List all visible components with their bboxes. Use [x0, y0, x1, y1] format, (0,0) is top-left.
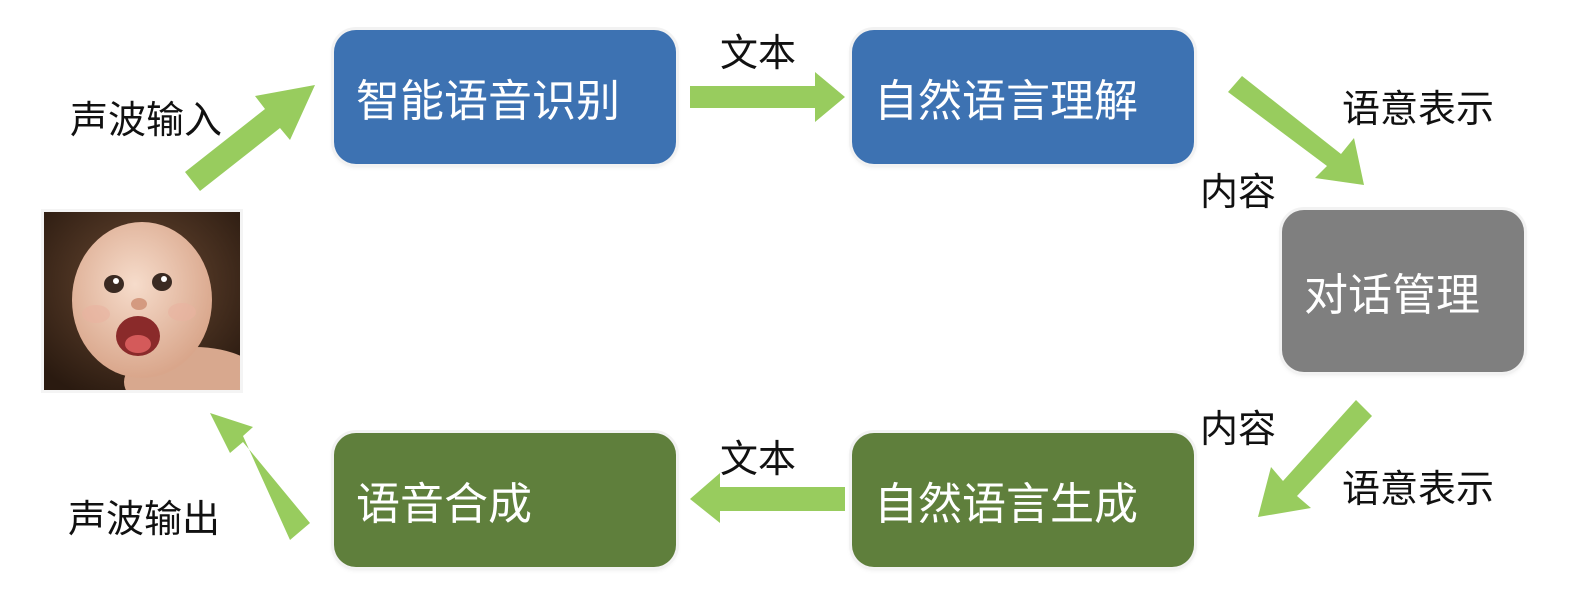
node-label: 对话管理 — [1304, 270, 1480, 321]
node-label: 智能语音识别 — [356, 76, 620, 127]
arrow-sound-output — [210, 413, 310, 540]
edge-label-intent-top: 语意表示 — [1342, 87, 1495, 131]
edge-label-content-top: 内容 — [1200, 170, 1277, 214]
node-speech-recognition: 智能语音识别 — [334, 30, 676, 164]
node-nlg: 自然语言生成 — [852, 433, 1194, 567]
user-photo — [44, 212, 240, 390]
arrow-text-top — [690, 72, 845, 122]
arrow-sound-input — [185, 85, 315, 191]
arrow-intent-top — [1228, 76, 1364, 185]
node-speech-synthesis: 语音合成 — [334, 433, 676, 567]
edge-label-sound-input: 声波输入 — [70, 98, 223, 142]
node-dialogue-management: 对话管理 — [1282, 210, 1524, 372]
node-label: 自然语言生成 — [874, 479, 1138, 530]
node-label: 自然语言理解 — [874, 76, 1138, 127]
arrow-text-bottom — [690, 473, 845, 523]
node-nlu: 自然语言理解 — [852, 30, 1194, 164]
edge-label-text-bottom: 文本 — [720, 437, 797, 481]
edge-label-intent-bottom: 语意表示 — [1342, 467, 1495, 511]
node-label: 语音合成 — [356, 479, 532, 530]
arrow-intent-bottom — [1258, 400, 1372, 517]
baby-face-icon — [44, 212, 240, 390]
edge-label-sound-output: 声波输出 — [68, 497, 221, 541]
edge-label-content-bottom: 内容 — [1200, 407, 1277, 451]
edge-label-text-top: 文本 — [720, 31, 797, 75]
